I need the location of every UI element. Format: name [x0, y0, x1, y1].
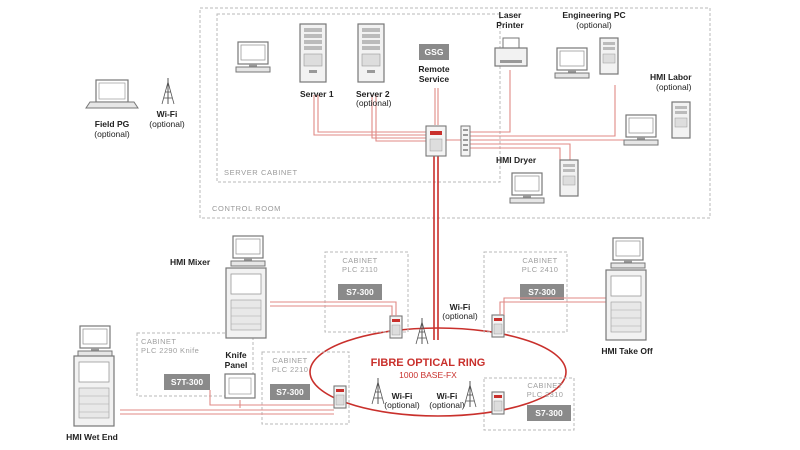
cabinet-plc2310-title: CABINET [527, 381, 562, 390]
cabinet-plc2310 [483, 377, 575, 431]
cabinet-plc2210 [261, 351, 350, 425]
plc2310-module-box [527, 405, 571, 421]
plc2210-rack-icon [333, 385, 347, 409]
wifi-3-optional: (optional) [429, 400, 465, 410]
cabinet-plc2110 [324, 251, 409, 333]
plc2110-module: S7-300 [346, 287, 374, 297]
cabinet-plc2290-title: CABINET [141, 337, 176, 346]
server-2-optional: (optional) [356, 98, 392, 108]
field-pg-laptop-icon [85, 79, 139, 109]
hmi-takeoff-cabinet-icon [605, 269, 647, 341]
hmi-mixer-monitor-icon [230, 235, 266, 267]
engineering-pc-optional: (optional) [576, 20, 612, 30]
plc2290-module: S7T-300 [171, 377, 203, 387]
engineering-pc-icon [599, 37, 619, 75]
cabinet-plc2210-name: PLC 2210 [272, 365, 309, 374]
laser-label: Laser [499, 10, 522, 20]
panel-label: Panel [225, 360, 248, 370]
plc2410-rack-icon [491, 314, 505, 338]
hmi-wetend-cabinet-icon [73, 355, 115, 427]
hmi-dryer-monitor-icon [509, 172, 545, 204]
wifi-antenna-3-icon [463, 380, 477, 408]
server-cabinet-zone [216, 13, 501, 183]
printer-label: Printer [496, 20, 524, 30]
server-2-label: Server 2 [356, 89, 390, 99]
plc2210-module: S7-300 [276, 387, 304, 397]
ring-title: FIBRE OPTICAL RING [371, 357, 486, 369]
hmi-labor-label: HMI Labor [650, 72, 692, 82]
server-1-icon [299, 23, 327, 83]
plc2310-rack-icon [491, 391, 505, 415]
hmi-dryer-pc-icon [559, 159, 579, 197]
cabinet-plc2290 [136, 332, 254, 397]
wifi-top-label: Wi-Fi [157, 109, 178, 119]
control-room-label: CONTROL ROOM [212, 204, 281, 213]
wifi-2-label: Wi-Fi [392, 391, 413, 401]
service-label: Service [419, 74, 450, 84]
wifi-antenna-1-icon [415, 317, 429, 345]
hmi-labor-monitor-icon [623, 114, 659, 146]
cabinet-plc2410-title: CABINET [522, 256, 557, 265]
field-links [120, 297, 620, 415]
hmi-mixer-cabinet-icon [225, 267, 267, 339]
wifi-antenna-top-icon [161, 77, 175, 105]
ring-uplink [433, 150, 439, 340]
server-cabinet-label: SERVER CABINET [224, 168, 298, 177]
field-pg-label: Field PG [95, 119, 130, 129]
wifi-antenna-2-icon [371, 377, 385, 405]
knife-panel-icon [224, 373, 256, 399]
cabinet-plc2410 [483, 251, 568, 333]
laser-printer-icon [494, 37, 528, 67]
hmi-wetend-label: HMI Wet End [66, 432, 118, 442]
server-2-icon [357, 23, 385, 83]
wifi-top-optional: (optional) [149, 119, 185, 129]
plc2410-module: S7-300 [528, 287, 556, 297]
engineering-monitor-icon [554, 47, 590, 79]
hmi-wetend-monitor-icon [77, 325, 113, 357]
control-room-links [313, 70, 650, 160]
plc2110-module-box [338, 284, 382, 300]
cabinet-plc2410-name: PLC 2410 [522, 265, 559, 274]
plc2210-module-box [270, 384, 310, 400]
hmi-takeoff-label: HMI Take Off [601, 346, 652, 356]
hmi-labor-optional: (optional) [656, 82, 692, 92]
wifi-1-label: Wi-Fi [450, 302, 471, 312]
gsg-box [419, 44, 449, 60]
cabinet-plc2290-name: PLC 2290 Knife [141, 346, 199, 355]
plc2410-module-box [520, 284, 564, 300]
cabinet-plc2210-title: CABINET [272, 356, 307, 365]
server-1-label: Server 1 [300, 89, 334, 99]
plc2110-rack-icon [389, 315, 403, 339]
cabinet-plc2110-name: PLC 2110 [342, 265, 378, 274]
remote-label: Remote [418, 64, 449, 74]
plc2290-module-box [164, 374, 210, 390]
cabinet-plc2310-name: PLC 2310 [527, 390, 564, 399]
wifi-3-label: Wi-Fi [437, 391, 458, 401]
gsg-label: GSG [425, 47, 444, 57]
engineering-pc-label: Engineering PC [562, 10, 625, 20]
hmi-labor-pc-icon [671, 101, 691, 139]
hmi-takeoff-monitor-icon [610, 237, 646, 269]
hmi-mixer-label: HMI Mixer [170, 257, 211, 267]
wifi-1-optional: (optional) [442, 311, 478, 321]
fibre-optical-ring [309, 327, 567, 417]
hmi-dryer-label: HMI Dryer [496, 155, 537, 165]
server-monitor-icon [235, 41, 271, 73]
wifi-2-optional: (optional) [384, 400, 420, 410]
control-room-zone [199, 7, 711, 219]
cabinet-plc2110-title: CABINET [342, 256, 377, 265]
plc2310-module: S7-300 [535, 408, 563, 418]
knife-label: Knife [225, 350, 247, 360]
ring-subtitle: 1000 BASE-FX [399, 370, 457, 380]
field-pg-optional: (optional) [94, 129, 130, 139]
